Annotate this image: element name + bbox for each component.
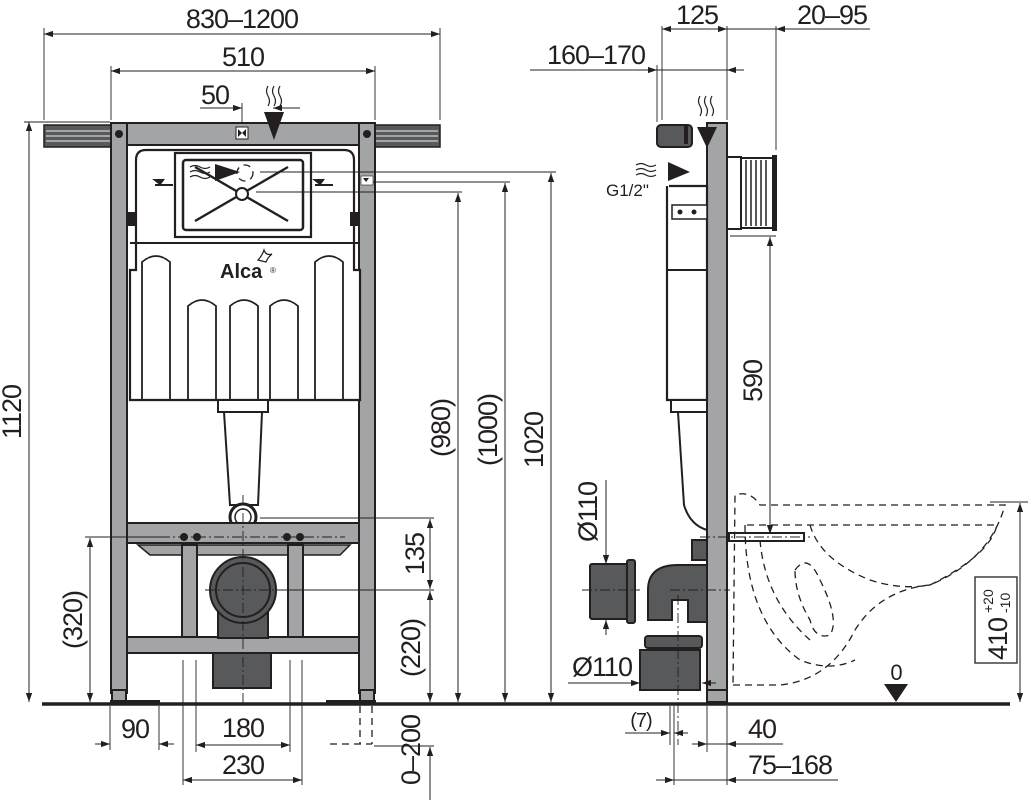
side-drain-coupling: [639, 649, 701, 691]
bolt-icon: [363, 130, 371, 138]
flush-pipe: [222, 411, 264, 506]
side-frame-upright: [706, 122, 728, 704]
frame-upright-right: [358, 122, 376, 694]
water-level-icon: [312, 179, 333, 186]
dim-total-height: 1120: [0, 385, 27, 439]
side-view: G1/2" Ø110: [530, 0, 1028, 785]
steam-wave-icon: [697, 95, 715, 117]
dim-frame-width: 510: [222, 42, 264, 72]
dim-wall-gap: 20–95: [797, 0, 867, 30]
dim-toilet-height-base: 410: [983, 618, 1013, 660]
dim-foot-extension: 0–200: [396, 715, 426, 785]
extension-rail-left: [43, 124, 113, 148]
side-flush-pipe: [676, 411, 708, 532]
extension-rail-right: [373, 124, 441, 148]
dim-toilet-height-tol-minus: -10: [997, 593, 1013, 613]
top-inlet-arrow-icon: [264, 112, 284, 140]
dim-frame-depth: 125: [676, 0, 718, 30]
water-inlet-arrow-icon: [215, 164, 240, 181]
dim-bolt-spacing-inner: 180: [222, 713, 264, 743]
dim-inlet-offset: 50: [201, 80, 229, 110]
dim-outlet-diameter-top: Ø110: [573, 482, 603, 542]
dim-cistern-depth: 160–170: [547, 40, 645, 70]
bolt-icon: [115, 130, 123, 138]
bird-logo-icon: [256, 248, 273, 263]
side-inlet-valve: [656, 124, 693, 148]
dim-flush-plate-980: (980): [426, 399, 456, 457]
floor-level-label: 0: [890, 660, 902, 685]
brand-logo: Alca: [220, 261, 263, 283]
dim-toilet-height-tol-plus: +20: [980, 589, 996, 613]
registered-mark: ®: [270, 266, 276, 275]
level-marker-icon: [363, 178, 369, 182]
dim-bolt-height: (320): [58, 591, 88, 649]
side-drain-elbow: [647, 564, 708, 623]
tank-ribs: [141, 255, 344, 400]
dim-foot-width: 90: [121, 714, 149, 744]
dim-bolt-to-floor: 590: [738, 360, 768, 402]
water-level-icon: [152, 179, 173, 186]
dim-leg-depth: 40: [748, 714, 776, 744]
dim-outlet-height: (220): [396, 619, 426, 677]
frame-upright-left: [110, 122, 128, 694]
dim-pipe-offset: (7): [630, 710, 652, 732]
toilet-height-box: [974, 576, 1018, 664]
bolt-support-right: [287, 544, 304, 638]
side-inlet-arrow-icon: [668, 162, 690, 181]
drain-bottom: [212, 652, 272, 689]
water-wave-icon: [635, 162, 657, 178]
floor-level-marker-icon: [884, 684, 908, 702]
dim-outlet-offset: 135: [400, 533, 430, 575]
dim-outlet-reach: 75–168: [748, 750, 832, 780]
water-wave-icon: [189, 164, 211, 180]
toilet-bowl-outline: [732, 493, 1006, 686]
dim-bolt-spacing-outer: 230: [222, 750, 264, 780]
front-view: Alca ® 830–1200: [0, 4, 1010, 800]
dim-tank-top-height: 1020: [519, 412, 549, 468]
top-inlet-arrow-icon: [697, 127, 717, 148]
water-inlet-label: G1/2": [606, 181, 649, 200]
center-marker-icon: [238, 129, 246, 137]
dim-outlet-diameter-bottom: Ø110: [572, 652, 632, 682]
dim-flush-plate-1000: (1000): [473, 394, 503, 466]
foot-extension-outline: [330, 706, 373, 745]
dim-overall-width: 830–1200: [186, 4, 298, 34]
steam-wave-icon: [265, 85, 283, 107]
inlet-position-marker: [236, 164, 254, 182]
bolt-support-left: [181, 544, 198, 638]
drain-pipe-piece: [589, 563, 631, 620]
